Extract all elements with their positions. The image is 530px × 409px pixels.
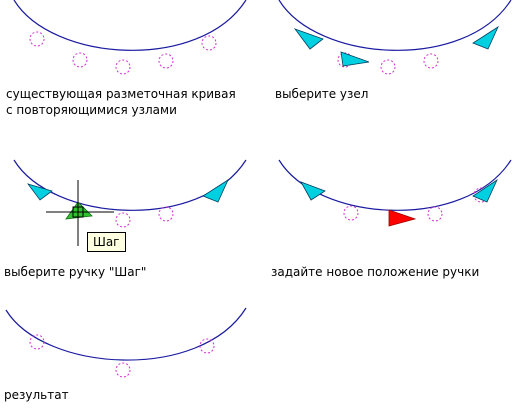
grip-arrow-right [472,25,499,50]
caption: существующая разметочная кривая с повтор… [6,86,236,118]
panel-select-step-grip: Шаг выберите ручку "Шаг" [0,150,265,290]
node-marker [115,362,131,378]
caption-line: с повторяющимися узлами [6,103,177,117]
layout-curve [278,0,512,51]
layout-curve [5,307,247,361]
grip-arrow-left [26,183,53,201]
grip-arrow-left [293,28,324,50]
caption: выберите ручку "Шаг" [4,264,146,280]
layout-curve [278,159,512,211]
grip-arrow-mid [340,51,370,67]
caption: результат [4,387,69,403]
node-marker [423,53,439,69]
node-marker [115,212,131,228]
caption: выберите узел [275,86,368,102]
curve-diagram-4 [278,159,512,227]
node-marker [29,31,45,47]
grip-arrow-right [472,178,498,203]
node-marker [158,53,174,69]
curve-diagram-1 [13,0,247,75]
panel-existing-curve: существующая разметочная кривая с повтор… [0,0,265,130]
node-marker [158,206,174,222]
caption-line: результат [4,388,69,402]
caption-line: выберите узел [275,87,369,101]
caption-line: задайте новое положение ручки [271,265,480,279]
panel-result: результат [0,300,265,409]
step-grip-icon [65,201,93,220]
grip-arrow-left [300,181,326,201]
crosshair-pickbox [72,206,84,218]
layout-curve [13,0,247,51]
node-marker [115,59,131,75]
caption-line: существующая разметочная кривая [6,87,236,101]
node-marker [343,205,359,221]
layout-curve [13,159,247,211]
caption-line: выберите ручку "Шаг" [4,265,147,279]
node-marker [72,52,88,68]
node-marker [201,35,217,51]
node-marker [29,334,45,350]
curve-diagram-5 [5,307,247,378]
curve-diagram-3 [13,159,247,246]
step-tooltip: Шаг [87,232,126,252]
node-marker [199,338,215,354]
node-marker [427,206,443,222]
caption: задайте новое положение ручки [271,264,479,280]
node-marker [380,59,396,75]
selected-grip-icon [388,209,417,227]
curve-diagram-2 [278,0,512,75]
panel-select-node: выберите узел [265,0,530,130]
grip-arrow-right [202,178,229,203]
panel-new-grip-position: задайте новое положение ручки [265,150,530,290]
